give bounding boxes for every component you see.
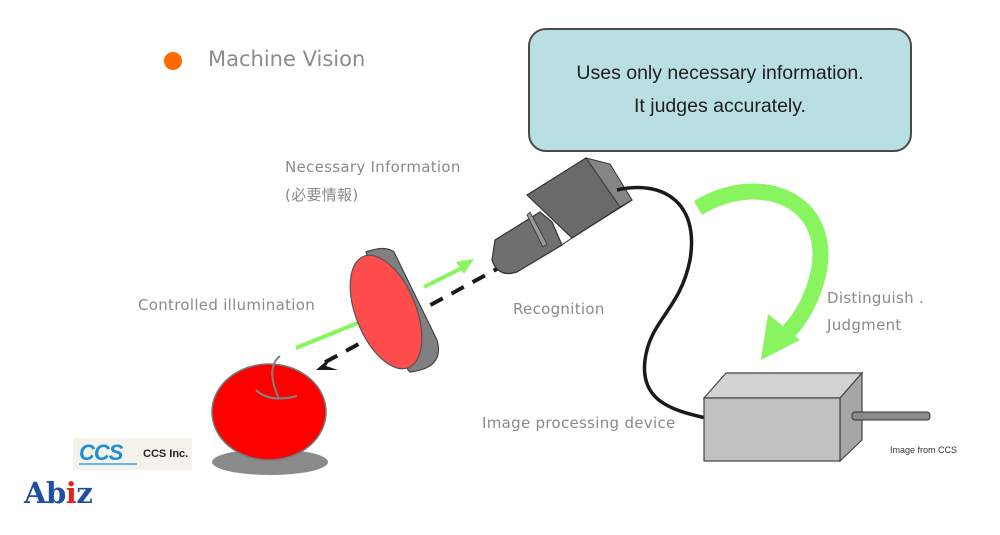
apple-shadow xyxy=(212,449,328,475)
curved-arrow-icon xyxy=(693,183,829,360)
ccs-logo: CCS CCS Inc. xyxy=(73,438,192,470)
diagram-title: Machine Vision xyxy=(208,47,366,71)
abiz-logo: Abiz xyxy=(24,476,93,510)
label-necessary-information: Necessary Information xyxy=(285,158,461,176)
apple-icon xyxy=(211,355,327,461)
camera-icon xyxy=(491,157,633,275)
bullet-icon xyxy=(164,52,182,70)
image-processor-icon xyxy=(702,371,931,463)
label-distinguish: Distinguish . xyxy=(827,289,925,307)
label-image-processing-device: Image processing device xyxy=(482,414,676,432)
abiz-logo-suffix: z xyxy=(76,476,93,510)
camera-cable xyxy=(616,185,707,420)
callout-line-2: It judges accurately. xyxy=(634,95,806,117)
label-necessary-information-jp: (必要情報) xyxy=(285,186,359,204)
label-controlled-illumination: Controlled illumination xyxy=(138,296,316,314)
ccs-logo-mark: CCS xyxy=(79,440,123,465)
label-recognition: Recognition xyxy=(513,300,605,318)
ccs-logo-underline xyxy=(79,463,137,465)
callout-box: Uses only necessary information. It judg… xyxy=(528,28,912,152)
info-arrow xyxy=(423,259,474,289)
image-credit: Image from CCS xyxy=(890,445,958,455)
ring-light-icon xyxy=(349,247,439,373)
label-judgment: Judgment xyxy=(827,316,902,334)
abiz-logo-prefix: Ab xyxy=(24,476,66,510)
ccs-logo-name: CCS Inc. xyxy=(143,448,189,460)
abiz-logo-i: i xyxy=(65,476,77,510)
callout-line-1: Uses only necessary information. xyxy=(576,62,864,84)
